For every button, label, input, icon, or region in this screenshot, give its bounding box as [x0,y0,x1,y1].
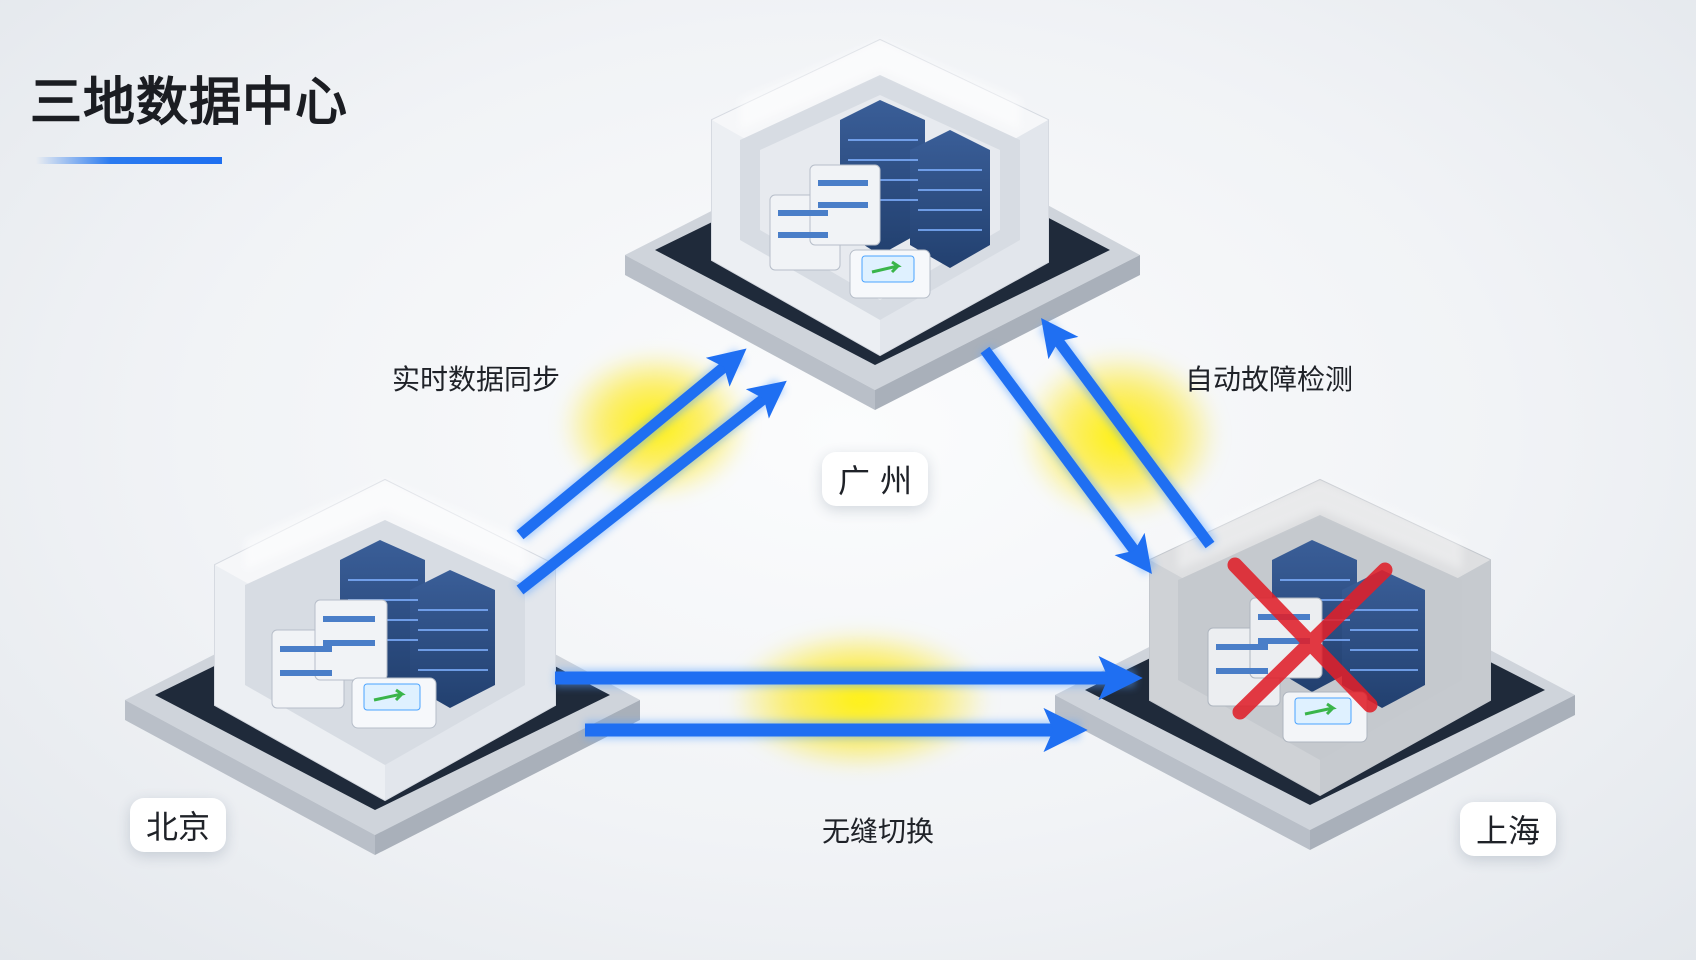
title-underline [36,157,222,164]
site-label-shanghai: 上海 [1460,802,1557,856]
server-rack [840,100,990,268]
switch-device [351,677,437,729]
sync-label: 实时数据同步 [392,363,561,396]
switch-glow [730,628,990,772]
failover-arrows [978,317,1217,575]
server-unit [271,599,388,709]
switch-arrows [555,655,1143,753]
site-label-guangzhou: 广 州 [822,452,929,506]
switch-label: 无缝切换 [822,815,935,848]
failover-arrow-up [1041,317,1215,549]
failover-detect-label: 自动故障检测 [1185,363,1354,396]
sync-arrow-1 [516,348,747,540]
datacenter-shanghai [1055,478,1575,850]
datacenter-beijing [125,478,640,855]
switch-device [849,249,931,299]
sync-arrows [514,348,787,597]
site-label-beijing: 北京 [130,798,227,852]
page-title: 三地数据中心 [30,73,349,133]
server-unit [769,164,881,271]
sync-arrow-2 [516,380,787,595]
failover-arrow-down [980,346,1152,574]
datacenter-guangzhou [625,38,1140,410]
switch-device [1282,691,1368,743]
failure-x-icon [1227,557,1393,720]
